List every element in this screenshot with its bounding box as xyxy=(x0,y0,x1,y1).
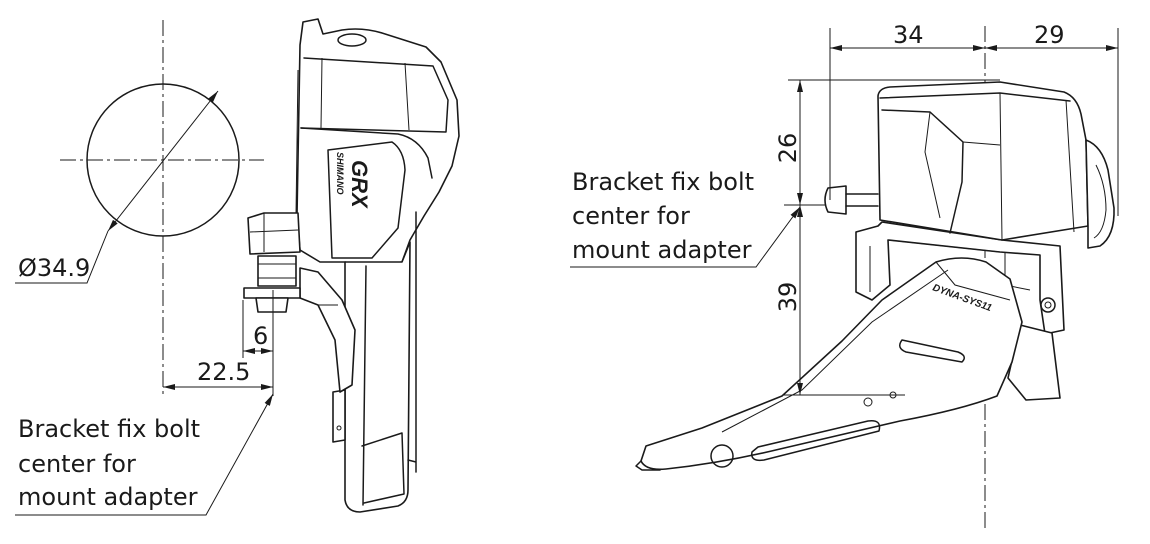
right-view-derailleur: DYNA-SYS11 xyxy=(635,81,1115,471)
brand-logo: SHIMANO xyxy=(335,152,345,195)
right-bolt-callout: Bracket fix bolt center for mount adapte… xyxy=(570,168,801,268)
callout-line: Bracket fix bolt xyxy=(572,168,754,196)
motor-housing xyxy=(877,81,1089,241)
diameter-label: Ø34.9 xyxy=(18,254,90,282)
bracket-bolt xyxy=(257,255,297,287)
dim-upper-label: 26 xyxy=(774,133,802,164)
seat-tube-circle xyxy=(60,20,264,394)
right-view: DYNA-SYS11 34 29 26 39 Bracket fix bolt … xyxy=(570,21,1119,528)
callout-line: mount adapter xyxy=(18,483,198,511)
callout-line: mount adapter xyxy=(572,236,752,264)
bracket-bolt xyxy=(824,185,847,215)
left-view: Ø34.9 SHIMANO GRX xyxy=(15,18,460,516)
outer-cage-plate xyxy=(640,257,1023,471)
dim-left-label: 34 xyxy=(893,21,924,49)
bracket-clamp xyxy=(247,212,301,255)
diameter-dimension: Ø34.9 xyxy=(15,90,219,284)
center-offset-dimension: 22.5 xyxy=(163,290,274,396)
grx-panel xyxy=(327,141,406,259)
dim-right-label: 29 xyxy=(1034,21,1065,49)
bolt-offset-label: 6 xyxy=(253,322,268,350)
dim-lower-label: 39 xyxy=(774,282,802,313)
center-offset-label: 22.5 xyxy=(197,358,250,386)
callout-line: center for xyxy=(572,202,690,230)
width-dimensions: 34 29 xyxy=(829,21,1119,216)
left-view-derailleur: SHIMANO GRX xyxy=(243,18,460,513)
left-bolt-callout: Bracket fix bolt center for mount adapte… xyxy=(15,393,274,516)
bolt-offset-dimension: 6 xyxy=(242,300,273,358)
callout-line: center for xyxy=(18,450,136,478)
series-logo: GRX xyxy=(347,160,372,209)
callout-line: Bracket fix bolt xyxy=(18,415,200,443)
height-dimensions: 26 39 xyxy=(774,79,1000,396)
